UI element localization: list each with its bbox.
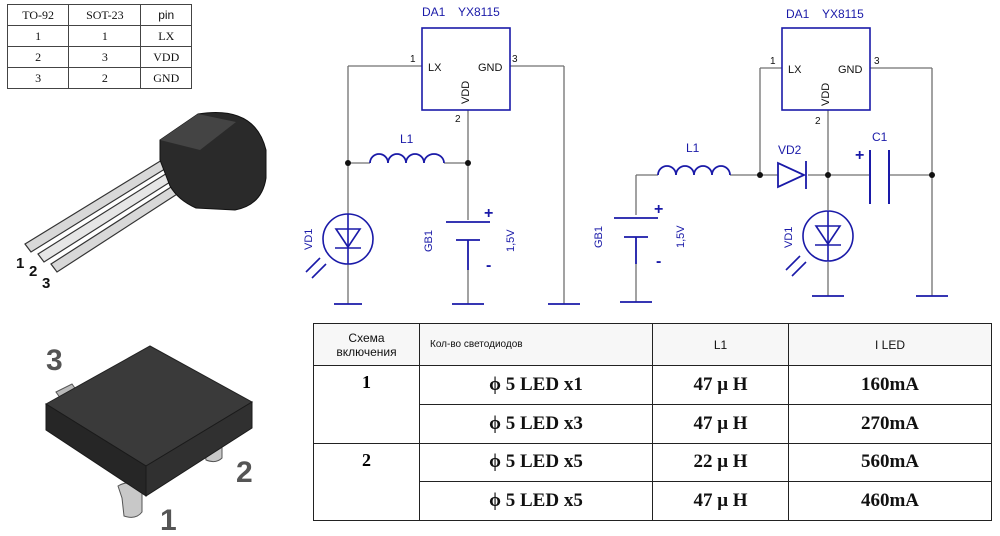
led-current: 160mA (788, 365, 992, 405)
led-label: VD1 (303, 229, 315, 250)
header-cell: SOT-23 (68, 4, 142, 26)
battery-label: GB1 (423, 230, 435, 252)
ic-pin2-number: 2 (455, 114, 461, 125)
inductance: 47 μ H (652, 365, 789, 405)
inductor2-label: L1 (686, 141, 700, 155)
scheme-number: 2 (313, 442, 420, 521)
table-row: 3 2 GND (6, 67, 192, 89)
table-row: 1 1 LX (6, 25, 192, 47)
battery2-plus: + (654, 201, 663, 218)
battery-voltage: 1,5V (505, 229, 517, 252)
inductance: 47 μ H (652, 481, 789, 521)
header-cell: pin (140, 4, 192, 26)
led-current: 270mA (788, 403, 992, 444)
ic-ref: DA1 (422, 5, 446, 19)
table-cell: 3 (68, 46, 142, 68)
to92-package: 1 2 3 (16, 112, 267, 292)
table-row: 2 ϕ 5 LED x5 22 μ H 560mA (313, 442, 992, 521)
header-scheme-line2: включения (336, 344, 397, 359)
inductor-l1-symbol (369, 153, 445, 164)
battery2-minus: - (656, 253, 661, 270)
table-header-row: TO-92 SOT-23 pin (6, 4, 192, 26)
diode-label: VD2 (778, 143, 802, 157)
led2-label: VD1 (783, 227, 795, 248)
table-row: ϕ 5 LED x5 47 μ H 460mA (314, 481, 992, 521)
sot23-package: 3 2 1 (45, 344, 254, 536)
sot23-pin2-label: 2 (236, 456, 253, 489)
to92-pin1-label: 1 (16, 255, 24, 272)
header-inductor: L1 (652, 323, 789, 366)
led-current: 560mA (788, 442, 992, 483)
inductor2-symbol (657, 165, 731, 176)
battery-plus: + (484, 205, 493, 222)
led-vd1-symbol (305, 213, 374, 279)
battery-minus: - (486, 257, 491, 274)
ic-pin1-number: 1 (410, 54, 416, 65)
ic-pin-vdd: VDD (460, 81, 472, 104)
header-current: I LED (788, 323, 992, 366)
inductance: 22 μ H (652, 442, 789, 483)
ic2-pin3-number: 3 (874, 56, 880, 67)
ic-pin-lx: LX (428, 62, 442, 74)
ic2-name: YX8115 (822, 7, 864, 21)
table-cell: VDD (140, 46, 192, 68)
header-count: Кол-во светодиодов (419, 323, 653, 366)
table-cell: 2 (6, 46, 70, 68)
table-header-row: Схема включения Кол-во светодиодов L1 I … (313, 323, 992, 366)
table-row: 1 ϕ 5 LED x1 47 μ H 160mA (313, 365, 992, 444)
ic-pin-gnd: GND (478, 62, 503, 74)
diode-vd2-symbol (777, 161, 807, 189)
sot23-pin1-label: 1 (160, 504, 177, 536)
pin-mapping-table: TO-92 SOT-23 pin 1 1 LX 2 3 VDD 3 2 GND (6, 4, 192, 89)
led-count: ϕ 5 LED x1 (419, 365, 653, 405)
schematic-right: LX GND VDD DA1 YX8115 1 3 2 L1 VD2 C1 + (593, 7, 948, 303)
table-cell: 2 (68, 67, 142, 89)
led-count: ϕ 5 LED x3 (419, 403, 653, 444)
table-cell: GND (140, 67, 192, 89)
table-cell: LX (140, 25, 192, 47)
inductance: 47 μ H (652, 403, 789, 444)
capacitor-plus: + (855, 147, 864, 164)
table-row: 2 3 VDD (6, 46, 192, 68)
schematic-left: LX GND VDD DA1 YX8115 1 3 2 L1 VD1 + - (303, 5, 580, 305)
battery2-symbol (614, 217, 658, 264)
table-cell: 1 (6, 25, 70, 47)
led-count: ϕ 5 LED x5 (419, 442, 653, 483)
led-current: 460mA (788, 481, 992, 521)
capacitor-c1-symbol (869, 150, 890, 204)
header-cell: TO-92 (6, 4, 70, 26)
capacitor-label: C1 (872, 130, 888, 144)
header-scheme-line1: Схема (348, 330, 385, 345)
inductor-label: L1 (400, 132, 414, 146)
table-row: ϕ 5 LED x3 47 μ H 270mA (314, 403, 992, 444)
table-cell: 1 (68, 25, 142, 47)
ic2-pin-gnd: GND (838, 64, 863, 76)
ic-pin3-number: 3 (512, 54, 518, 65)
battery-gb1-symbol (446, 221, 490, 270)
sot23-pin3-label: 3 (46, 344, 63, 377)
ic2-ref: DA1 (786, 7, 810, 21)
battery2-label: GB1 (593, 226, 605, 248)
to92-pin3-label: 3 (42, 275, 50, 292)
to92-pin2-label: 2 (29, 263, 37, 280)
scheme-number: 1 (313, 365, 420, 444)
table-cell: 3 (6, 67, 70, 89)
ic2-pin-vdd: VDD (820, 83, 832, 106)
led2-vd1-symbol (785, 210, 854, 277)
header-scheme: Схема включения (313, 323, 420, 366)
ic2-pin-lx: LX (788, 64, 802, 76)
ic2-pin1-number: 1 (770, 56, 776, 67)
ic2-pin2-number: 2 (815, 116, 821, 127)
battery2-voltage: 1,5V (675, 225, 687, 248)
led-config-table: Схема включения Кол-во светодиодов L1 I … (313, 323, 992, 521)
ic-name: YX8115 (458, 5, 500, 19)
led-count: ϕ 5 LED x5 (419, 481, 653, 521)
